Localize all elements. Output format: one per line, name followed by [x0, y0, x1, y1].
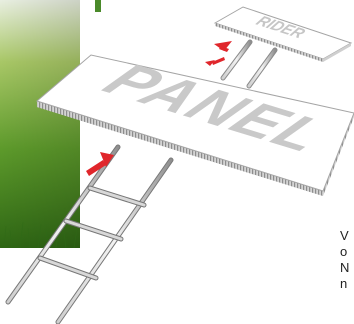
accent-bar: [95, 0, 101, 12]
arrow-left-icon: [205, 41, 232, 66]
caption-line-4: n: [340, 276, 347, 291]
caption-line-2: o: [340, 244, 347, 259]
caption: V o N n: [340, 228, 349, 291]
rider-board: RIDER: [215, 7, 351, 62]
caption-line-1: V: [340, 228, 349, 243]
rider-wires: [223, 42, 275, 86]
caption-line-3: N: [340, 260, 349, 275]
grass-background: [0, 0, 90, 248]
